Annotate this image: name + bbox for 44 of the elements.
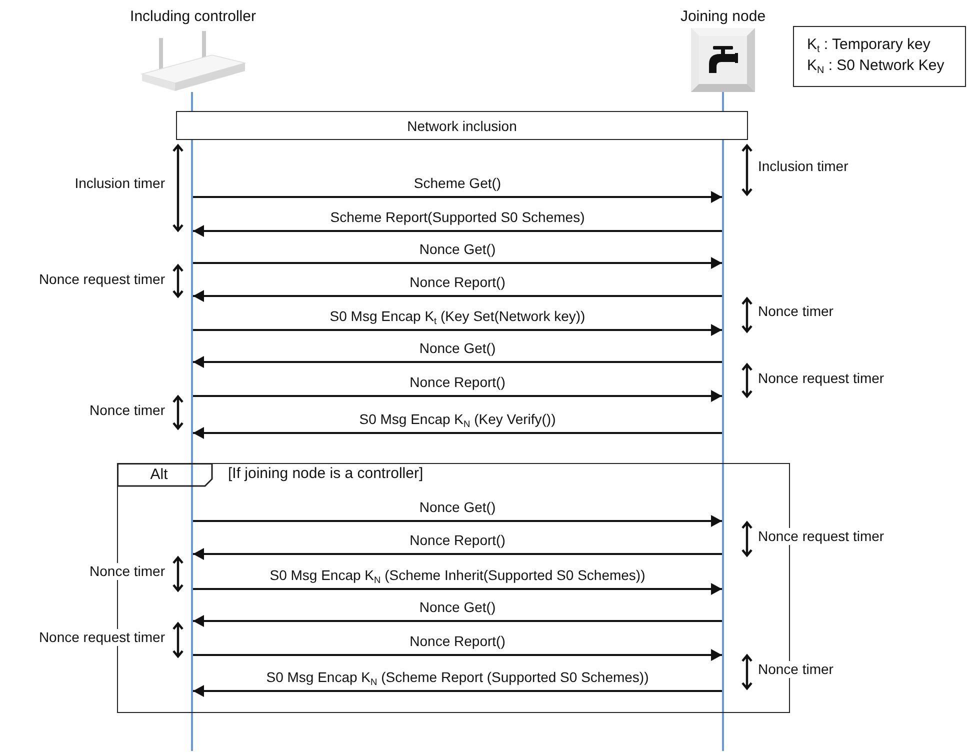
message-arrow	[193, 390, 722, 402]
message-arrow	[193, 225, 722, 237]
message-arrow	[193, 583, 722, 595]
message-label: S0 Msg Encap K$_{N}$ (Scheme Report (Supported S0 Schemes))	[266, 669, 649, 686]
message-label: Nonce Get()	[419, 340, 496, 357]
message-arrow	[193, 649, 722, 661]
message-label: S0 Msg Encap K$_{N}$ (Scheme Inherit(Supported S0 Schemes))	[270, 567, 646, 584]
phase-box: Network inclusion	[176, 111, 748, 140]
message-arrow	[193, 685, 722, 697]
message-label: Nonce Get()	[419, 241, 496, 258]
key-definition: K$_{N}$ : S0 Network Key	[807, 57, 944, 75]
timer-label: Nonce timer	[88, 563, 166, 580]
guard-condition: [If joining node is a controller]	[228, 465, 424, 483]
message-arrow	[193, 191, 722, 203]
timer-label: Nonce request timer	[38, 629, 166, 646]
key-box	[793, 26, 966, 87]
message-label: Nonce Report()	[410, 274, 506, 291]
message-arrow	[193, 515, 722, 527]
lifeline	[722, 92, 724, 751]
participant-label: Joining node	[680, 7, 766, 26]
message-arrow	[193, 324, 722, 336]
message-label: Nonce Report()	[410, 633, 506, 650]
message-label: Nonce Report()	[410, 374, 506, 391]
message-arrow	[193, 356, 722, 368]
message-arrow	[193, 257, 722, 269]
message-label: S0 Msg Encap K$_{N}$ (Key Verify())	[359, 411, 556, 428]
message-arrow	[193, 290, 722, 302]
message-label: Nonce Get()	[419, 599, 496, 616]
operator-tab: Alt	[117, 463, 213, 487]
message-label: Scheme Report(Supported S0 Schemes)	[330, 209, 585, 226]
participant-label: Including controller	[130, 7, 256, 26]
message-arrow	[193, 548, 722, 560]
message-arrow	[193, 427, 722, 439]
message-label: Nonce Report()	[410, 532, 506, 549]
message-label: Nonce Get()	[419, 499, 496, 516]
message-label: S0 Msg Encap K$_{t}$ (Key Set(Network key))	[330, 308, 586, 325]
lifeline	[191, 92, 193, 751]
timer-label: Nonce request timer	[757, 528, 886, 545]
timer-label: Nonce timer	[757, 661, 834, 678]
timer-label: Nonce request timer	[757, 370, 886, 387]
message-label: Scheme Get()	[414, 175, 502, 192]
key-definition: K$_{t}$ : Temporary key	[807, 36, 930, 54]
message-arrow	[193, 615, 722, 627]
timer-label: Nonce request timer	[38, 271, 166, 288]
